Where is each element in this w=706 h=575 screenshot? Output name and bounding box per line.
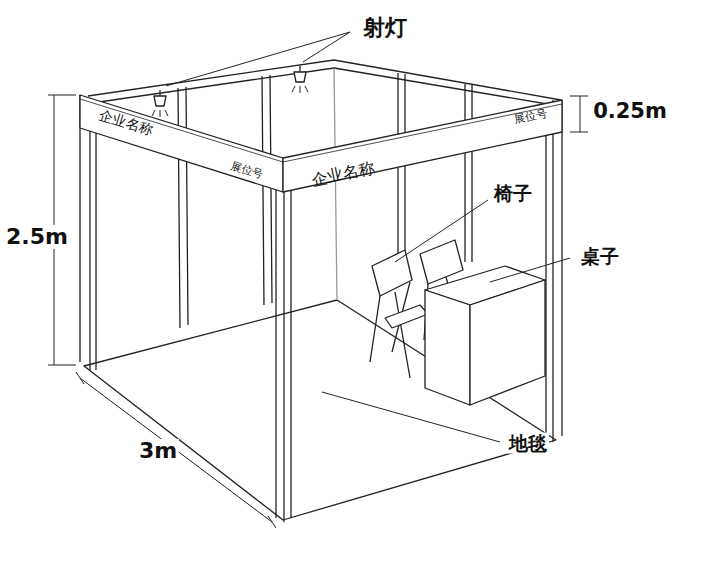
spotlight xyxy=(152,66,308,117)
back-top-frame-inner xyxy=(92,68,553,105)
callout-label: 桌子 xyxy=(579,246,621,267)
right-fascia-band xyxy=(283,100,562,192)
callout-label: 地毯 xyxy=(507,433,549,454)
front-post xyxy=(276,188,291,522)
right-post xyxy=(546,100,562,444)
dimension-label: 2.5m xyxy=(4,225,70,249)
dimension-lines xyxy=(48,95,588,528)
callout-label: 椅子 xyxy=(492,183,534,204)
dimension-label: 0.25m xyxy=(591,100,669,123)
dimension-label: 3m xyxy=(137,439,179,463)
left-post xyxy=(80,95,96,370)
desk xyxy=(425,266,545,405)
leader-lines xyxy=(166,32,570,442)
callout-label: 射灯 xyxy=(361,16,409,40)
left-fascia-band xyxy=(80,95,283,192)
